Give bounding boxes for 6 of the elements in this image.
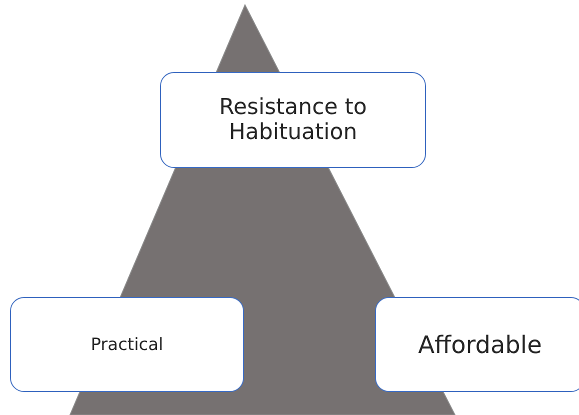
rounded-box	[160, 72, 426, 168]
box-label: Affordable	[417, 330, 543, 358]
box-label: Resistance to Habituation	[218, 95, 368, 145]
rounded-box	[10, 297, 244, 392]
rounded-box	[375, 297, 579, 392]
box-label: Practical	[90, 334, 164, 354]
